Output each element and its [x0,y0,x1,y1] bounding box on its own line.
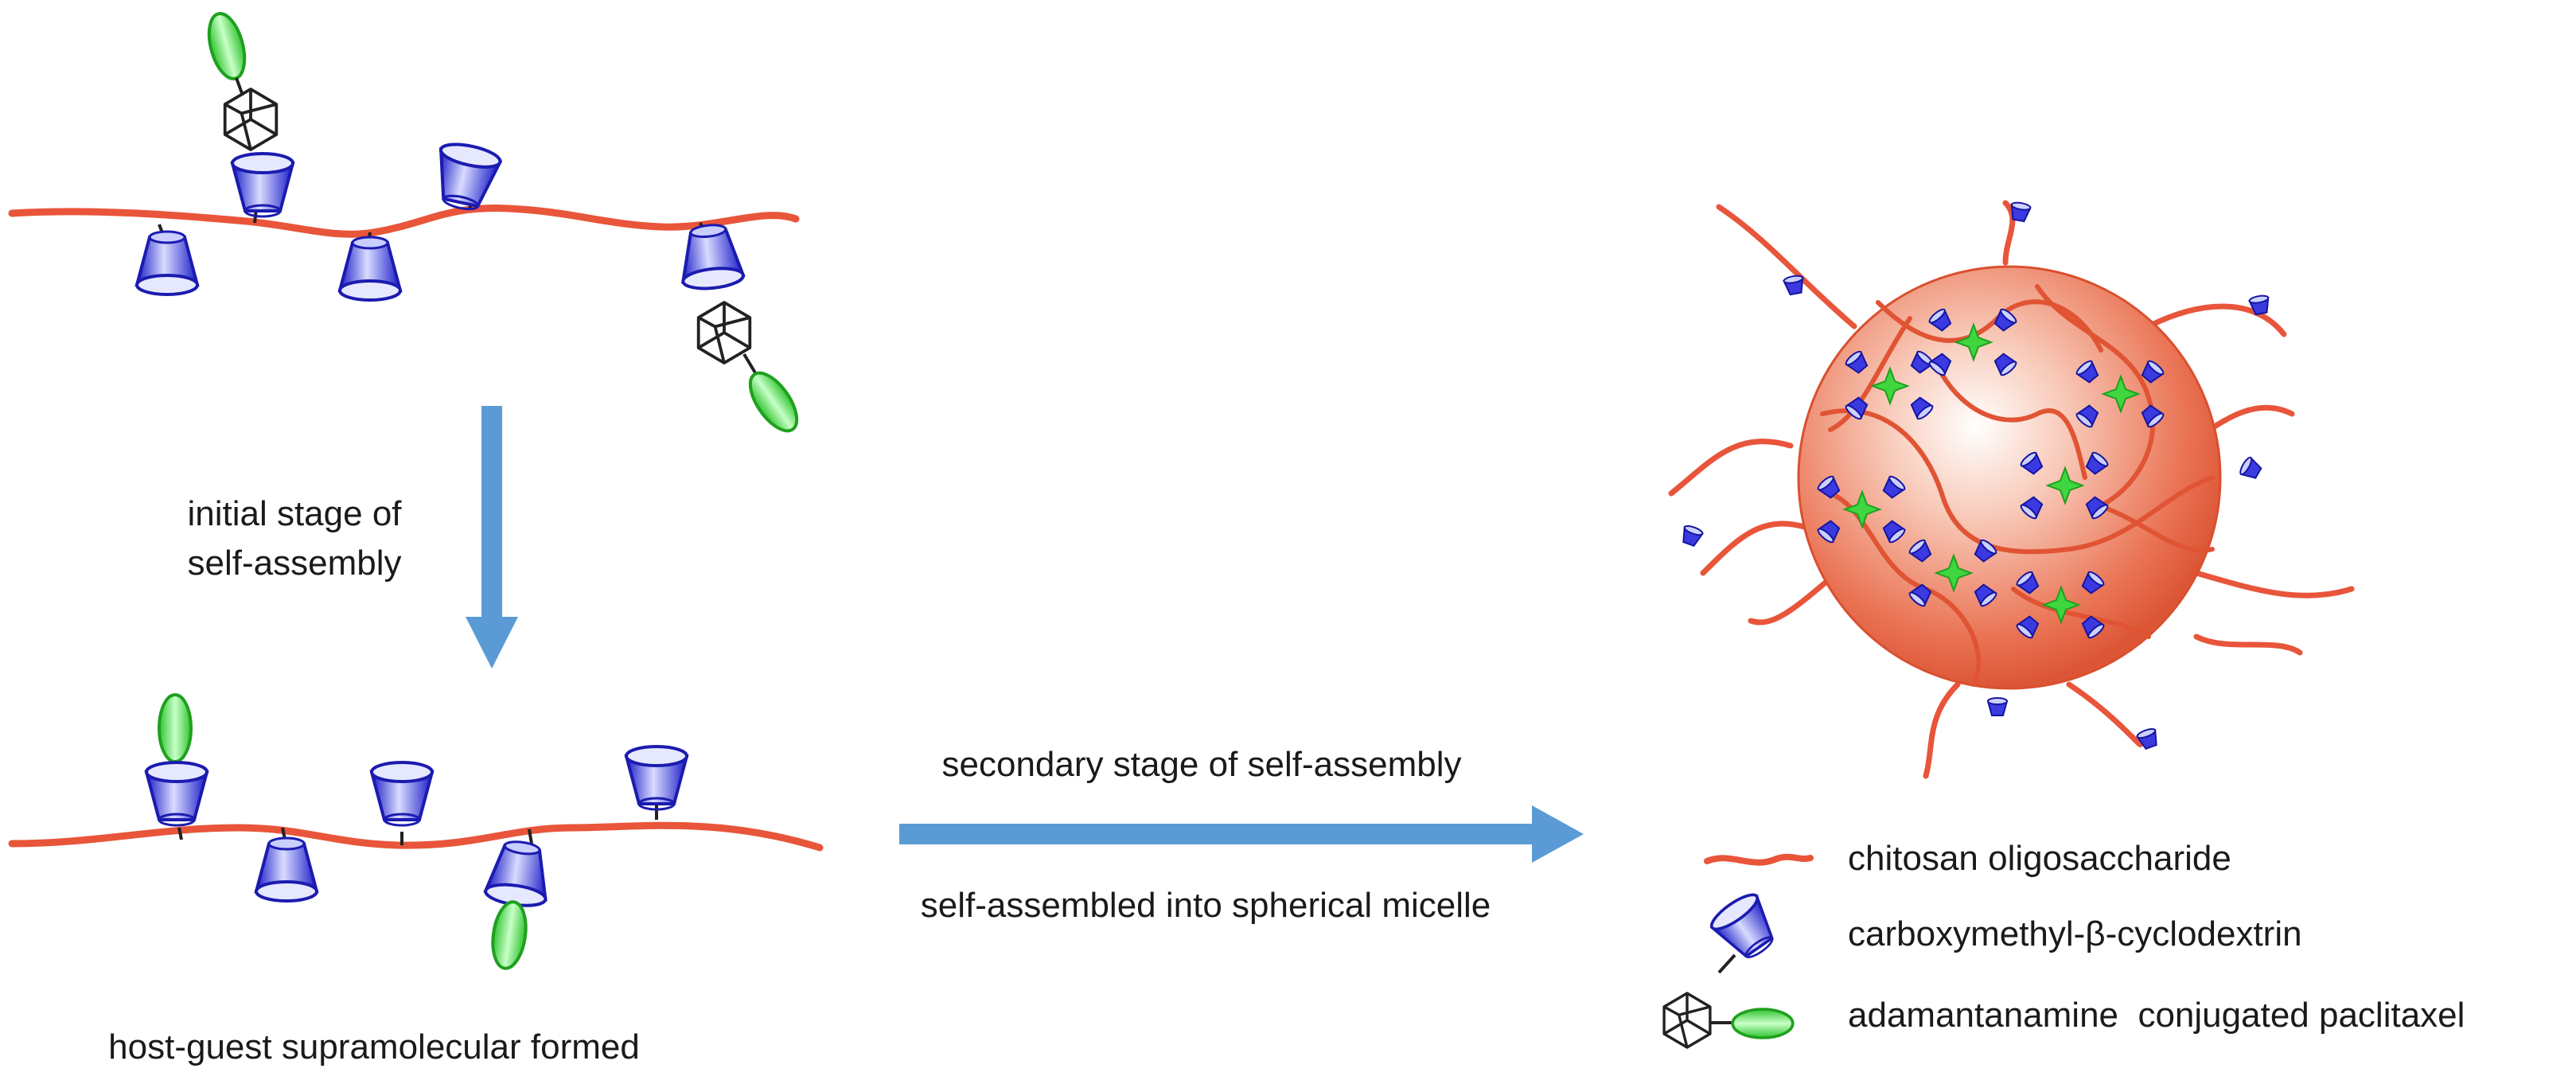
chain-icon [1704,853,1814,866]
bottom-chitosan-chain [8,821,824,852]
bottom-chain-group [8,693,824,973]
cyclodextrin-icon [370,761,434,845]
step2-bottom-label: self-assembled into spherical micelle [921,886,1491,925]
adamantane-paclitaxel-icon [201,8,279,151]
legend-label-chitosan: chitosan oligosaccharide [1848,839,2231,878]
spherical-micelle [1668,200,2355,779]
cyclodextrin-icon [1705,887,1786,974]
down-arrow [466,406,518,669]
adamantane-paclitaxel-icon [696,301,808,440]
legend-label-cyclodextrin: carboxymethyl-β-cyclodextrin [1848,914,2302,953]
micelle-corona-chains [1668,200,2355,779]
legend-item-chitosan: chitosan oligosaccharide [1704,839,2231,878]
cyclodextrin-icon [482,829,555,973]
bottom-caption: host-guest supramolecular formed [108,1027,640,1066]
cyclodextrin-icon [255,827,318,903]
top-chitosan-chain [8,205,800,238]
corona-cup [1782,274,1806,296]
cyclodextrin-icon [338,232,402,302]
cyclodextrin-icon [428,138,504,216]
legend-item-cyclodextrin: carboxymethyl-β-cyclodextrin [1705,887,2302,974]
cyclodextrin-icon [676,220,746,293]
right-arrow [899,805,1584,863]
step2-top-label: secondary stage of self-assembly [942,745,1462,784]
step1-label-line1: initial stage of [187,494,402,533]
legend-item-adamantane: adamantanamine conjugated paclitaxel [1662,992,2465,1049]
drug-cluster-group [1815,306,2166,641]
cyclodextrin-icon [231,152,294,224]
cyclodextrin-icon [135,224,199,296]
legend-label-adamantane: adamantanamine conjugated paclitaxel [1848,996,2465,1035]
top-chain-group [8,8,808,440]
adamantane-paclitaxel-icon [1662,992,1795,1049]
legend: chitosan oligosaccharide carboxymethyl-β… [1662,839,2465,1049]
step1-label-line2: self-assembly [188,544,402,583]
cyclodextrin-icon [145,693,208,840]
cyclodextrin-icon [625,745,688,820]
micelle-core [1797,265,2222,690]
